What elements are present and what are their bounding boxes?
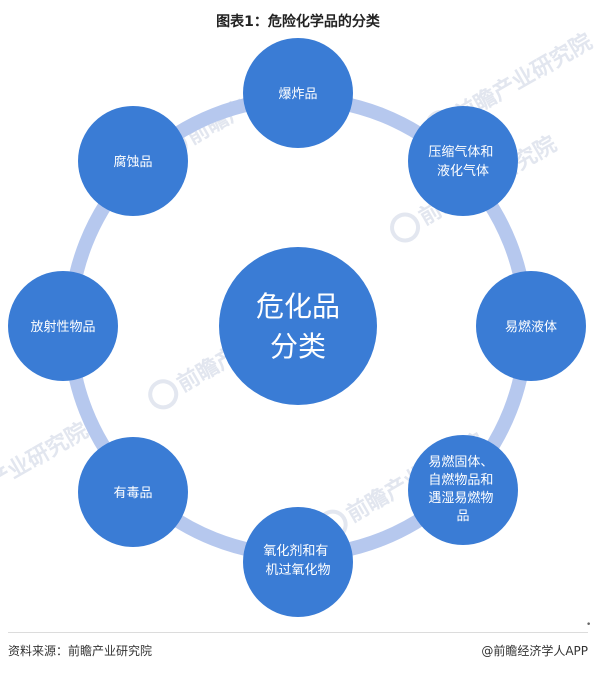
watermark-text: 前瞻产业研究院 xyxy=(0,418,92,518)
footer-divider xyxy=(8,632,588,633)
center-label-line2: 分类 xyxy=(270,330,326,363)
node-oxidizer xyxy=(243,507,353,617)
node-radioactive xyxy=(8,271,118,381)
footer-brand-label: @前瞻经济学人APP xyxy=(481,644,588,658)
page-title: 图表1：危险化学品的分类 xyxy=(216,14,380,30)
center-circle xyxy=(219,247,377,405)
node-label-flammable-solid: 易燃固体、 自燃物品和 遇湿易燃物 品 xyxy=(428,454,497,524)
node-label-toxic: 有毒品 xyxy=(113,486,152,501)
node-compressed-gas xyxy=(408,106,518,216)
center-label-line1: 危化品 xyxy=(256,290,340,323)
watermark-logo-icon xyxy=(148,379,179,410)
corner-mark: • xyxy=(586,620,592,630)
node-flammable-liquid xyxy=(476,271,586,381)
node-label-corrosive: 腐蚀品 xyxy=(113,155,152,170)
node-label-oxidizer: 氧化剂和有 机过氧化物 xyxy=(263,544,332,578)
node-flammable-solid xyxy=(408,435,518,545)
watermark-logo-icon xyxy=(390,212,421,243)
footer-source: 资料来源：前瞻产业研究院 xyxy=(8,644,153,658)
node-corrosive xyxy=(78,106,188,216)
node-explosives xyxy=(243,38,353,148)
node-label-radioactive: 放射性物品 xyxy=(30,319,95,335)
node-label-flammable-liquid: 易燃液体 xyxy=(505,319,557,335)
node-label-compressed-gas: 压缩气体和 液化气体 xyxy=(428,144,497,179)
footer-brand: @前瞻经济学人APP xyxy=(479,642,588,659)
node-label-explosives: 爆炸品 xyxy=(278,87,317,102)
node-toxic xyxy=(78,437,188,547)
